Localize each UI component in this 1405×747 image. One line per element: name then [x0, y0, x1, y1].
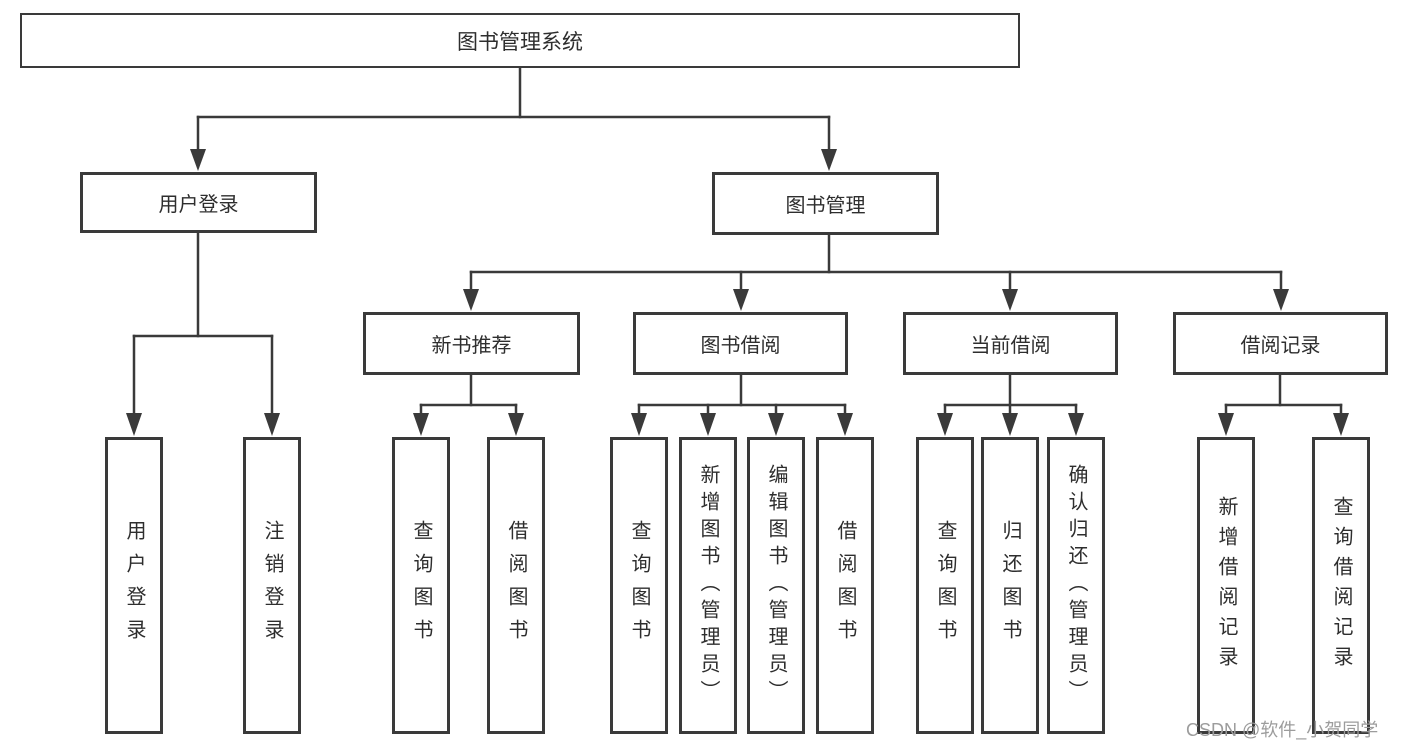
connector-book-management	[463, 233, 1289, 311]
leaf-add-book-admin: 新增图书（管理员）	[679, 437, 737, 734]
node-library-system: 图书管理系统	[20, 13, 1020, 68]
leaf-label: 编辑图书（管理员）	[765, 464, 787, 707]
csdn-watermark: CSDN @软件_小贺同学	[1186, 720, 1379, 740]
node-new-book-recommend: 新书推荐	[363, 312, 580, 375]
leaf-query-books-current: 查询图书	[916, 437, 974, 734]
leaf-add-borrow-record: 新增借阅记录	[1197, 437, 1255, 734]
leaf-borrow-books-recommend: 借阅图书	[487, 437, 545, 734]
leaf-logout: 注销登录	[243, 437, 301, 734]
node-book-borrow: 图书借阅	[633, 312, 848, 375]
leaf-label: 新增图书（管理员）	[697, 464, 719, 707]
leaf-label: 查询图书	[410, 519, 432, 652]
leaf-edit-book-admin: 编辑图书（管理员）	[747, 437, 805, 734]
leaf-label: 查询图书	[628, 519, 650, 652]
connector-root	[190, 66, 837, 171]
node-borrow-records: 借阅记录	[1173, 312, 1388, 375]
leaf-user-login: 用户登录	[105, 437, 163, 734]
connector-user-login	[126, 231, 280, 436]
node-current-borrow: 当前借阅	[903, 312, 1118, 375]
leaf-return-book: 归还图书	[981, 437, 1039, 734]
leaf-label: 借阅图书	[834, 519, 856, 652]
leaf-label: 注销登录	[261, 519, 283, 652]
node-user-login: 用户登录	[80, 172, 317, 233]
connector-book-borrow	[631, 373, 853, 436]
leaf-borrow-books: 借阅图书	[816, 437, 874, 734]
leaf-label: 借阅图书	[505, 519, 527, 652]
node-book-management: 图书管理	[712, 172, 939, 235]
leaf-label: 用户登录	[123, 519, 145, 652]
leaf-query-borrow-record: 查询借阅记录	[1312, 437, 1370, 734]
leaf-query-books-borrow: 查询图书	[610, 437, 668, 734]
connector-borrow-records	[1218, 373, 1349, 436]
connector-new-book-recommend	[413, 373, 524, 436]
leaf-label: 归还图书	[999, 519, 1021, 652]
leaf-label: 新增借阅记录	[1215, 495, 1237, 676]
connector-current-borrow	[937, 373, 1084, 436]
leaf-confirm-return-admin: 确认归还（管理员）	[1047, 437, 1105, 734]
leaf-label: 查询图书	[934, 519, 956, 652]
leaf-query-books-recommend: 查询图书	[392, 437, 450, 734]
leaf-label: 查询借阅记录	[1330, 495, 1352, 676]
leaf-label: 确认归还（管理员）	[1065, 464, 1087, 707]
